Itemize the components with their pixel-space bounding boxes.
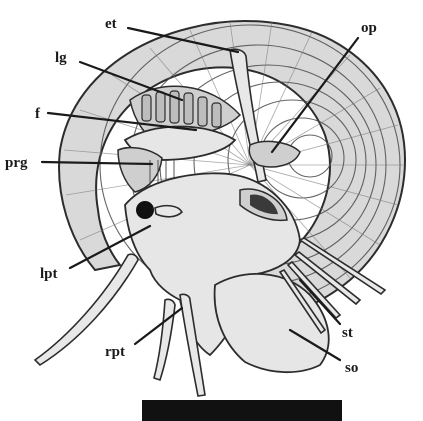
- label-op: op: [361, 20, 377, 36]
- gill-lamella: [156, 92, 165, 122]
- label-lg: lg: [55, 50, 67, 66]
- leader-rpt: [135, 308, 182, 344]
- eye-stalk: [155, 206, 182, 217]
- label-so: so: [345, 360, 358, 376]
- label-f: f: [35, 106, 41, 122]
- label-lpt: lpt: [40, 266, 58, 282]
- eye: [136, 201, 154, 219]
- scale-bar: [142, 400, 342, 421]
- label-rpt: rpt: [105, 344, 125, 360]
- label-prg: prg: [5, 155, 28, 171]
- gill-lamella: [212, 103, 221, 127]
- label-st: st: [342, 325, 353, 341]
- gill-lamella: [184, 93, 193, 124]
- gill-lamella: [142, 95, 151, 121]
- gill-lamella: [198, 97, 207, 126]
- right-posterior-tentacle-2: [154, 299, 175, 380]
- label-et: et: [105, 16, 117, 32]
- operculum: [249, 141, 300, 166]
